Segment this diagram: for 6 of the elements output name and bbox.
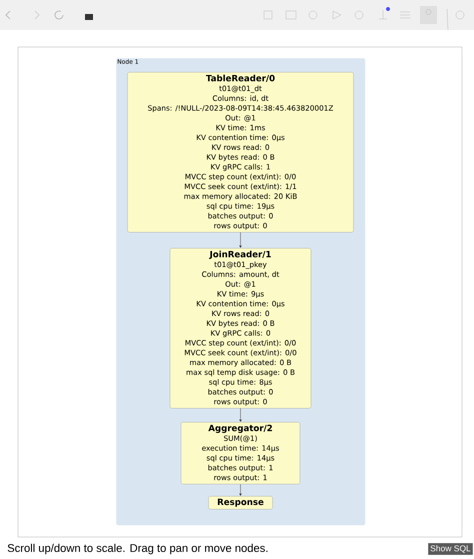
response-box: Response: [208, 496, 273, 510]
instruction-text: Scroll up/down to scale. Drag to pan or move nodes.: [8, 544, 268, 554]
arrow: [239, 408, 242, 422]
arrow: [239, 484, 242, 496]
arrow: [239, 232, 242, 248]
show-sql-button: Show SQL: [428, 543, 473, 555]
